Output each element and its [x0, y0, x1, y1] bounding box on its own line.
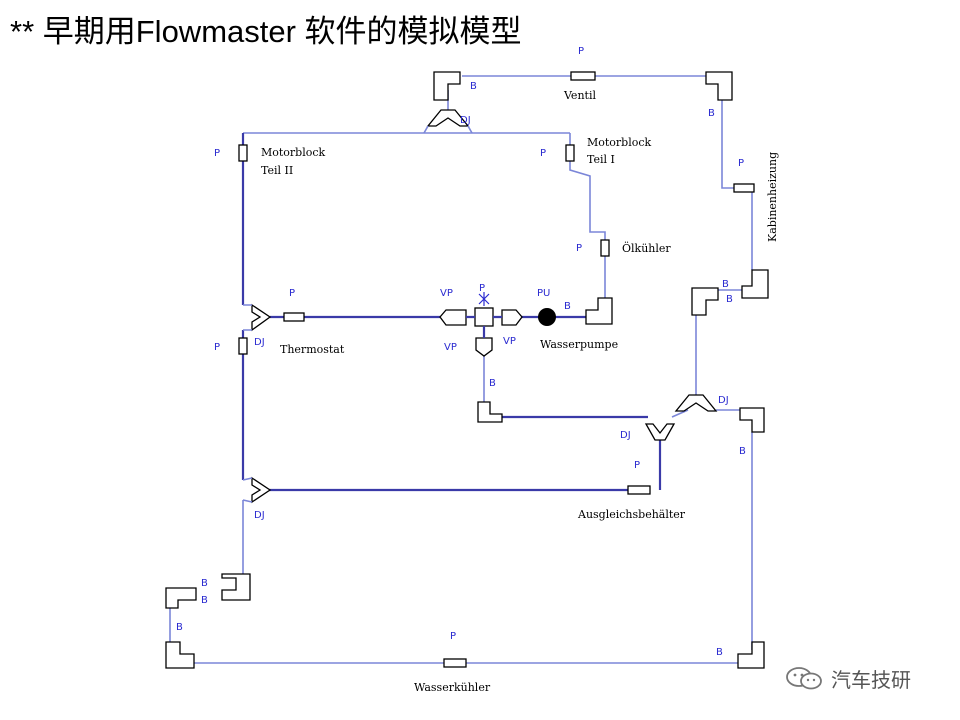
pipe-network — [169, 75, 753, 664]
oelkuehler-component — [600, 239, 610, 257]
label-ventil: Ventil — [563, 89, 596, 102]
label-wasserkuehler: Wasserkühler — [414, 681, 491, 694]
code-b-top-right: B — [708, 108, 715, 119]
ventil-component — [570, 71, 596, 81]
motorblock-2-component — [238, 144, 248, 162]
pipe-junction-link — [671, 409, 689, 418]
watermark-text: 汽车技研 — [831, 668, 911, 692]
code-p-left-riser: P — [214, 342, 220, 353]
code-b-bottom-left-mid: B — [201, 595, 208, 606]
code-b-bottom-left-upper: B — [201, 578, 208, 589]
code-b-valve-down: B — [489, 378, 496, 389]
pipe-heater-down — [721, 90, 753, 270]
code-p-motorblock-2: P — [214, 148, 220, 159]
watermark: 汽车技研 — [785, 664, 911, 693]
label-ausgleich: Ausgleichsbehälter — [577, 508, 686, 521]
dj-junction-right — [674, 394, 718, 412]
bend-right-side — [739, 407, 765, 433]
code-b-heater-return: B — [726, 294, 733, 305]
label-motorblock-1-line2: Teil I — [587, 153, 615, 166]
bend-heater-return — [691, 287, 719, 316]
valve-vp-left — [439, 309, 467, 326]
label-motorblock-2-line2: Teil II — [261, 164, 293, 177]
code-b-pump: B — [564, 301, 571, 312]
code-dj-thermostat: DJ — [254, 337, 265, 348]
code-dj-lower-left: DJ — [254, 510, 265, 521]
code-b-heater-lower: B — [722, 279, 729, 290]
code-vp-down: VP — [444, 342, 457, 353]
code-dj-lower: DJ — [620, 430, 631, 441]
dj-junction-top — [423, 109, 473, 134]
wasserkuehler-component — [443, 658, 467, 668]
code-p-thermostat: P — [289, 288, 295, 299]
motorblock-1-component — [565, 144, 575, 162]
code-vp-left: VP — [440, 288, 453, 299]
bend-bottom-left-upper — [221, 573, 251, 601]
code-vp-right: VP — [503, 336, 516, 347]
heater-pipe-component — [733, 183, 755, 193]
label-heizung: Kabinenheizung — [766, 152, 779, 242]
code-b-top-left: B — [470, 81, 477, 92]
slide-title: ** 早期用Flowmaster 软件的模拟模型 — [10, 14, 522, 49]
left-riser-pipe-component — [238, 337, 248, 355]
dj-junction-thermostat — [243, 303, 272, 332]
code-p-motorblock-1: P — [540, 148, 546, 159]
ausgleich-component — [627, 485, 651, 495]
code-b-bottom-right: B — [716, 647, 723, 658]
code-dj-top: DJ — [460, 115, 471, 126]
code-b-bottom-left-vertical: B — [176, 622, 183, 633]
thermostat-pipe-component — [283, 312, 305, 322]
bend-pump-outlet — [585, 297, 613, 325]
code-p-wasserkuehler: P — [450, 631, 456, 642]
code-p-ventil: P — [578, 46, 584, 57]
type-codes: P B B DJ P P P P B B P VP P PU B P DJ VP… — [176, 46, 746, 658]
dj-junction-lower — [644, 423, 676, 441]
bend-bottom-left — [165, 641, 195, 669]
wechat-icon — [786, 666, 822, 689]
label-oelkuehler: Ölkühler — [622, 241, 671, 255]
valve-vp-down — [475, 337, 493, 357]
code-dj-right: DJ — [718, 395, 729, 406]
label-motorblock-2-line1: Motorblock — [261, 146, 326, 159]
bend-bottom-left-mid — [165, 587, 197, 609]
code-p-node: P — [479, 283, 485, 294]
code-pu: PU — [537, 288, 550, 299]
bend-top-left — [433, 71, 461, 101]
wasserpumpe-symbol — [538, 308, 556, 326]
code-p-oelkuehler: P — [576, 243, 582, 254]
code-b-right-side: B — [739, 446, 746, 457]
valve-vp-right — [501, 309, 523, 326]
pressure-node — [466, 292, 502, 338]
dj-junction-lower-left — [242, 476, 272, 504]
bend-bottom-right — [737, 641, 765, 669]
label-thermostat: Thermostat — [280, 343, 345, 356]
label-motorblock-1-line1: Motorblock — [587, 136, 652, 149]
bend-top-right — [705, 71, 733, 101]
label-wasserpumpe: Wasserpumpe — [540, 338, 618, 351]
code-p-ausgleich: P — [634, 460, 640, 471]
code-p-heater: P — [738, 158, 744, 169]
bend-valve-down — [477, 401, 503, 423]
bend-heater-lower — [741, 269, 769, 299]
